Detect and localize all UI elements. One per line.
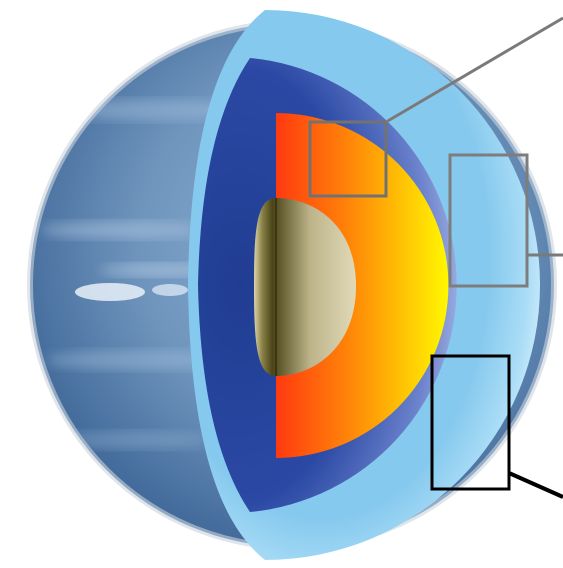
planet-cutaway-svg bbox=[0, 0, 563, 568]
planet-diagram bbox=[0, 0, 563, 568]
